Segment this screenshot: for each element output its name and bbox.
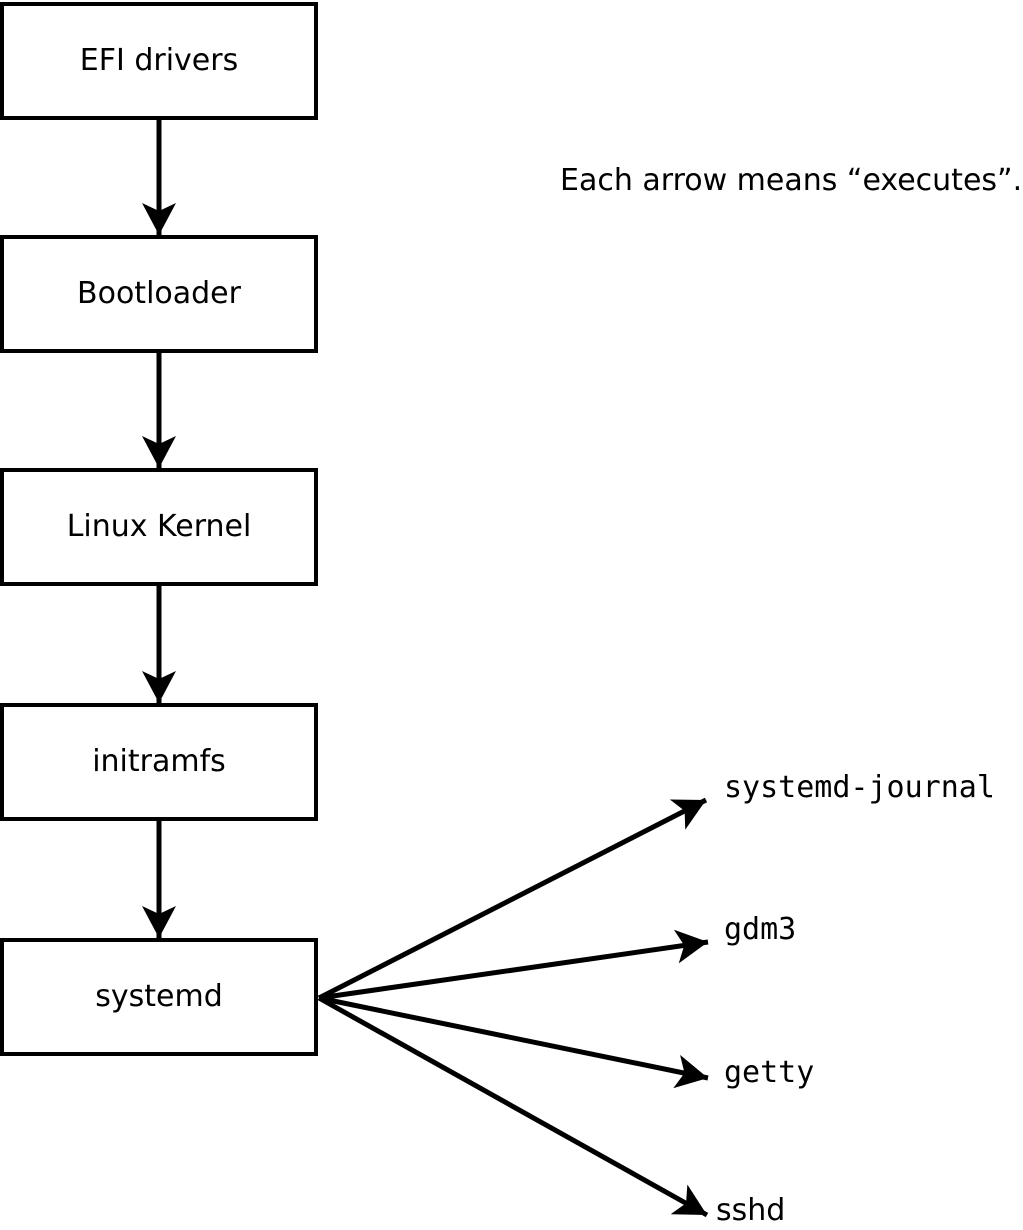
node-linux-kernel: Linux Kernel xyxy=(0,468,318,586)
label-sshd: sshd xyxy=(716,1193,786,1228)
annotation-arrow-meaning: Each arrow means “executes”. xyxy=(560,163,1023,198)
label-getty: getty xyxy=(724,1055,815,1090)
arrow-systemd-to-journal xyxy=(317,797,708,1001)
arrow-systemd-to-sshd xyxy=(317,995,709,1218)
arrow-systemd-to-gdm3 xyxy=(318,929,709,1001)
node-systemd-label: systemd xyxy=(95,979,223,1014)
node-linux-kernel-label: Linux Kernel xyxy=(66,509,252,544)
node-systemd: systemd xyxy=(0,938,318,1056)
node-initramfs-label: initramfs xyxy=(92,744,226,779)
node-bootloader: Bootloader xyxy=(0,235,318,353)
arrow-systemd-to-getty xyxy=(318,995,709,1089)
node-efi-drivers: EFI drivers xyxy=(0,2,318,120)
node-efi-drivers-label: EFI drivers xyxy=(79,43,239,78)
label-gdm3: gdm3 xyxy=(724,912,797,947)
label-systemd-journal: systemd-journal xyxy=(724,770,995,805)
node-bootloader-label: Bootloader xyxy=(77,276,241,311)
node-initramfs: initramfs xyxy=(0,703,318,821)
